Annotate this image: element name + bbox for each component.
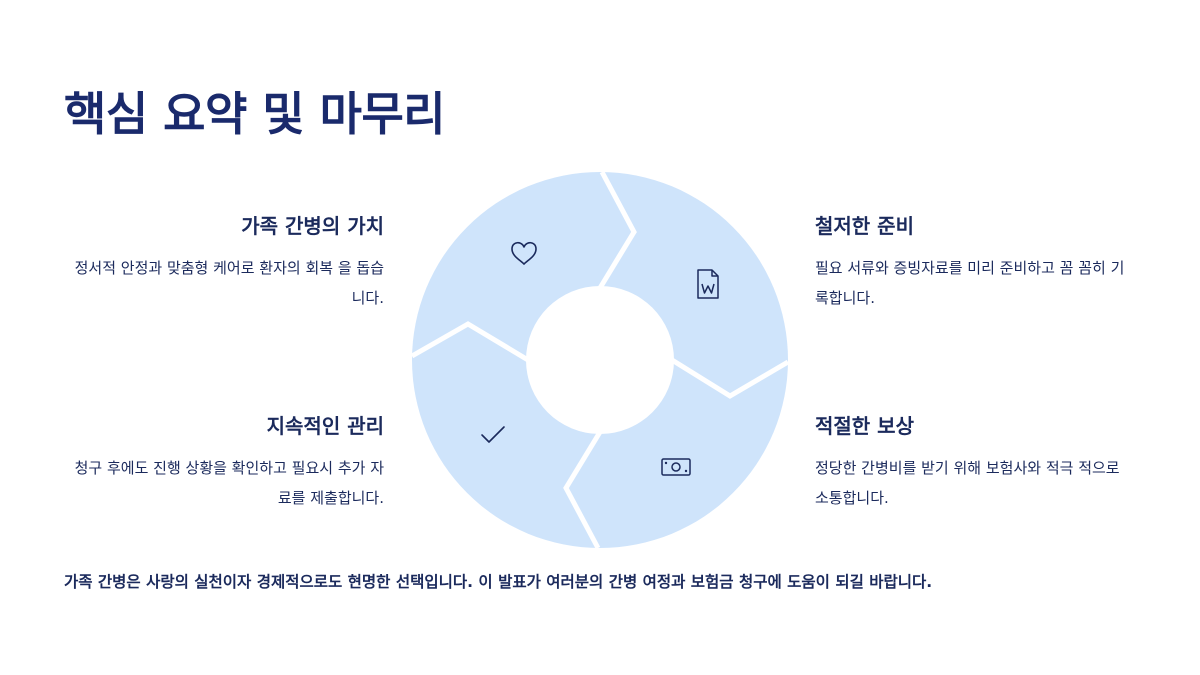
summary-item-ongoing-management: 지속적인 관리 청구 후에도 진행 상황을 확인하고 필요시 추가 자료를 제출… — [64, 410, 384, 513]
summary-item-heading: 가족 간병의 가치 — [241, 214, 384, 238]
closing-statement: 가족 간병은 사랑의 실천이자 경제적으로도 현명한 선택입니다. 이 발표가 … — [64, 573, 933, 591]
separator-right — [670, 357, 790, 399]
summary-item-thorough-preparation: 철저한 준비 필요 서류와 증빙자료를 미리 준비하고 꼼 꼼히 기록합니다. — [815, 210, 1135, 313]
summary-item-text: 필요 서류와 증빙자료를 미리 준비하고 꼼 꼼히 기록합니다. — [815, 259, 1125, 307]
summary-item-text: 청구 후에도 진행 상황을 확인하고 필요시 추가 자료를 제출합니다. — [74, 459, 384, 507]
summary-item-fair-compensation: 적절한 보상 정당한 간병비를 받기 위해 보험사와 적극 적으로 소통합니다. — [815, 410, 1135, 513]
heart-icon — [511, 241, 537, 265]
separator-bottom — [563, 430, 603, 550]
summary-item-family-care-value: 가족 간병의 가치 정서적 안정과 맞춤형 케어로 환자의 회복 을 돕습니다. — [64, 210, 384, 313]
banknote-icon — [661, 458, 691, 476]
summary-item-heading: 지속적인 관리 — [266, 414, 384, 438]
ring-hole — [526, 286, 674, 434]
cycle-ring — [410, 170, 790, 550]
summary-item-heading: 철저한 준비 — [815, 214, 914, 238]
checkmark-icon — [481, 426, 505, 443]
separator-top — [597, 170, 637, 290]
word-document-icon — [697, 269, 719, 299]
page-title: 핵심 요약 및 마무리 — [64, 87, 446, 141]
summary-item-text: 정서적 안정과 맞춤형 케어로 환자의 회복 을 돕습니다. — [74, 259, 384, 307]
summary-item-heading: 적절한 보상 — [815, 414, 914, 438]
summary-item-text: 정당한 간병비를 받기 위해 보험사와 적극 적으로 소통합니다. — [815, 459, 1120, 507]
cycle-diagram — [410, 170, 790, 550]
separator-left — [410, 321, 530, 363]
